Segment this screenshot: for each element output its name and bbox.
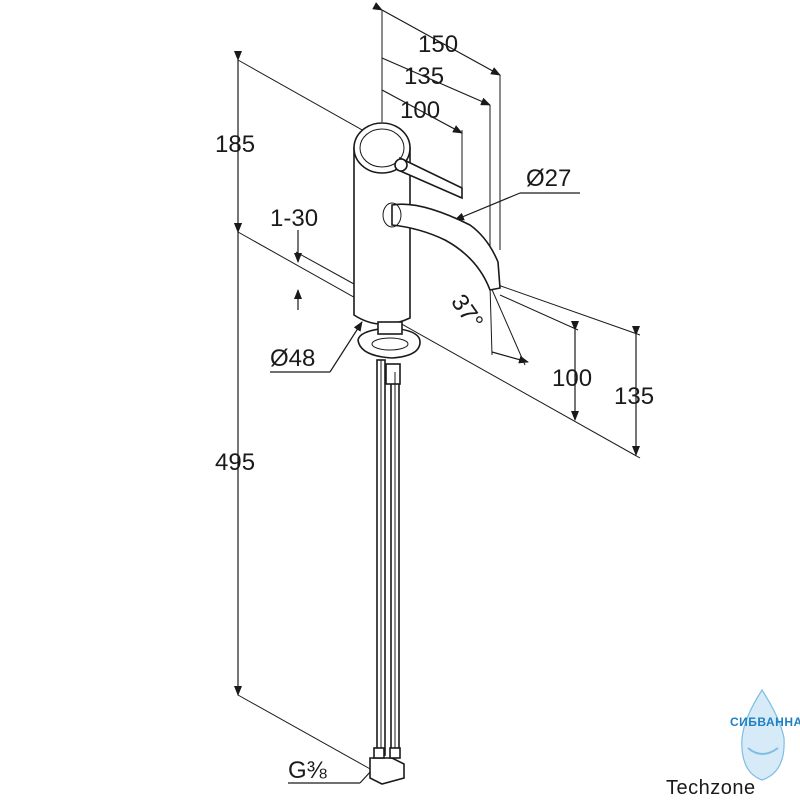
dim-d48: Ø48 bbox=[270, 345, 315, 372]
dim-150: 150 bbox=[418, 31, 458, 58]
spout bbox=[391, 203, 501, 291]
watermark-brand-main: Techzone bbox=[666, 777, 756, 799]
dim-line-135 bbox=[381, 57, 491, 106]
dim-line-100 bbox=[381, 89, 463, 134]
base-flange bbox=[357, 327, 421, 359]
faucet-body bbox=[353, 122, 501, 785]
dim-135: 135 bbox=[404, 63, 444, 90]
dim-angle-37: 37° bbox=[445, 289, 488, 334]
dim-100-right: 100 bbox=[552, 365, 592, 392]
dim-d27: Ø27 bbox=[526, 165, 571, 192]
dim-g38: G⅜ bbox=[288, 757, 328, 784]
dim-1-30: 1-30 bbox=[270, 205, 318, 232]
dim-line-150 bbox=[372, 2, 501, 76]
dim-arc-37 bbox=[491, 351, 529, 364]
watermark-brand-top: СИБВАННА bbox=[730, 715, 800, 729]
hose-fitting bbox=[369, 757, 405, 785]
dim-100: 100 bbox=[400, 97, 440, 124]
dimension-labels: 150 135 100 185 1-30 Ø27 Ø48 37° 100 135… bbox=[215, 31, 654, 784]
water-drop-icon bbox=[741, 688, 785, 781]
dim-495: 495 bbox=[215, 449, 255, 476]
dim-185: 185 bbox=[215, 131, 255, 158]
dimension-lines bbox=[234, 2, 640, 784]
dim-135-right: 135 bbox=[614, 383, 654, 410]
watermark-logo: СИБВАННА Techzone bbox=[666, 688, 800, 799]
